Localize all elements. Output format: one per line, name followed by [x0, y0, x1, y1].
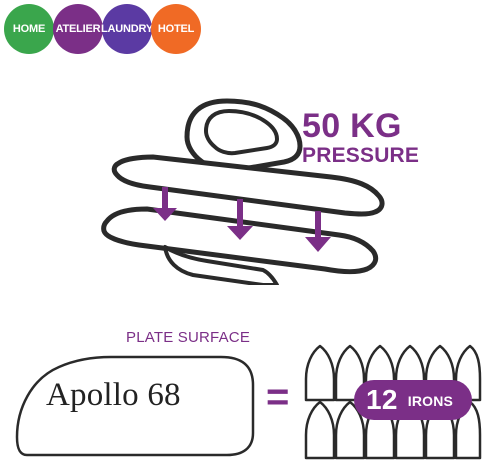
- irons-count: 12: [366, 384, 398, 415]
- pressure-value: 50 KG: [302, 107, 402, 145]
- category-badges: HOME ATELIER LAUNDRY HOTEL: [4, 4, 204, 56]
- upper-plate: [111, 154, 385, 217]
- badge-hotel[interactable]: HOTEL: [151, 4, 201, 54]
- down-arrow-right: [305, 211, 331, 252]
- plate-shape: [15, 355, 255, 457]
- irons-unit: IRONS: [407, 393, 454, 409]
- press-base: [163, 245, 279, 285]
- iron-outline: [304, 344, 336, 402]
- pressure-label: PRESSURE: [302, 144, 420, 167]
- down-arrow-mid: [227, 199, 253, 240]
- badge-atelier[interactable]: ATELIER: [53, 4, 103, 54]
- pressure-callout: 50 KG PRESSURE: [302, 109, 452, 169]
- badge-home[interactable]: HOME: [4, 4, 54, 54]
- lower-plate: [101, 206, 379, 275]
- down-arrow-left: [153, 187, 177, 221]
- model-name: Apollo 68: [46, 377, 181, 413]
- equals-sign: =: [266, 375, 290, 419]
- plate-outline: [15, 355, 255, 457]
- down-arrows: [153, 187, 331, 252]
- irons-count-pill: 12 IRONS: [354, 380, 472, 420]
- iron-outline: [304, 400, 336, 460]
- press-illustration: [101, 98, 385, 285]
- press-handle-inner: [204, 109, 279, 156]
- badge-laundry[interactable]: LAUNDRY: [101, 4, 153, 54]
- plate-surface-label: PLATE SURFACE: [126, 329, 251, 346]
- iron-outline: [334, 344, 366, 402]
